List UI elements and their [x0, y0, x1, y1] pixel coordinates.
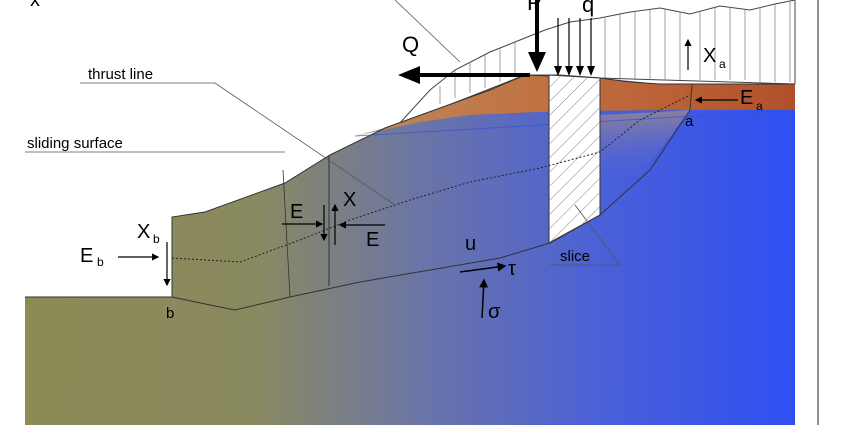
slice-leader: [550, 204, 621, 266]
Xa-label: X: [703, 45, 716, 67]
Eb-sub-label: b: [97, 255, 104, 269]
E-left-label: E: [290, 201, 303, 223]
P-arrow-head: [528, 52, 546, 72]
Q-leader: [394, 0, 461, 63]
q-load-arrows: [557, 18, 592, 68]
q-label: q: [582, 0, 594, 17]
thrust-line-leader: [80, 82, 396, 206]
soil-body: [25, 75, 795, 425]
Q-label: Q: [402, 32, 419, 57]
point-b-label: b: [166, 305, 174, 322]
E-right-label: E: [366, 229, 379, 251]
load-diagram-hatch: [439, 2, 791, 104]
Ea-sub-label: a: [756, 99, 763, 113]
P-label: P: [527, 0, 542, 15]
sigma-label: σ: [488, 301, 501, 323]
sliding-surface-label: sliding surface: [27, 135, 123, 152]
sliding-surface-line: [171, 83, 693, 311]
q-load-arrowheads: [554, 66, 595, 76]
slice-line-1: [282, 169, 291, 298]
load-diagram-outline: [397, 0, 796, 126]
Q-arrow-head: [398, 66, 420, 84]
thrust-line-label: thrust line: [88, 66, 153, 83]
sigma-arrow: [479, 278, 489, 319]
right-wedge: [600, 110, 690, 190]
tau-arrow: [459, 262, 507, 273]
Xb-sub-label: b: [153, 232, 160, 246]
slice-hatch: [549, 75, 600, 243]
Xa-sub-label: a: [719, 57, 726, 71]
u-label: u: [465, 233, 476, 255]
slice-label: slice: [560, 248, 590, 265]
Ea-label: E: [740, 87, 753, 109]
ground-surface-line: [25, 74, 795, 298]
tau-label: τ: [508, 258, 516, 280]
point-a-label: a: [685, 113, 694, 130]
Eb-label: E: [80, 245, 93, 267]
thrust-line: [171, 94, 691, 263]
corner-x-label: x: [30, 0, 40, 11]
X-mid-label: X: [343, 189, 356, 211]
Xb-label: X: [137, 221, 150, 243]
